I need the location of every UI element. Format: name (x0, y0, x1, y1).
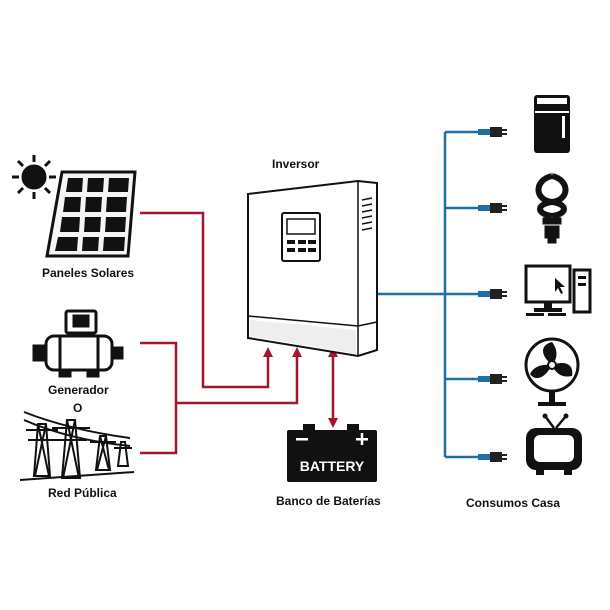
generator-label: Generador (48, 383, 109, 397)
fridge-icon (534, 95, 570, 153)
solar-panel-icon (45, 170, 137, 258)
battery-label: BATTERY (300, 458, 365, 474)
fan-icon (524, 337, 580, 406)
sun-icon (12, 155, 56, 199)
dc-wiring (140, 211, 338, 455)
generator-icon (32, 309, 124, 378)
bulb-icon (535, 173, 569, 244)
solar-panels-label: Paneles Solares (42, 266, 135, 280)
power-tower-icon (19, 411, 135, 481)
inverter-label: Inversor (272, 157, 320, 171)
battery-icon: BATTERY (287, 424, 377, 482)
tv-icon (526, 413, 582, 475)
battery-bank-label: Banco de Baterías (276, 494, 381, 508)
generator-wire (140, 341, 178, 455)
home-loads-label: Consumos Casa (466, 496, 561, 510)
or-label: O (73, 401, 83, 415)
public-grid-label: Red Pública (48, 486, 117, 500)
grid-to-inverter-wire (176, 347, 302, 405)
computer-icon (524, 264, 592, 316)
inverter-icon (247, 179, 378, 358)
solar-to-inverter-wire (140, 211, 273, 389)
plug-icon (478, 127, 507, 462)
ac-wiring (374, 130, 478, 459)
